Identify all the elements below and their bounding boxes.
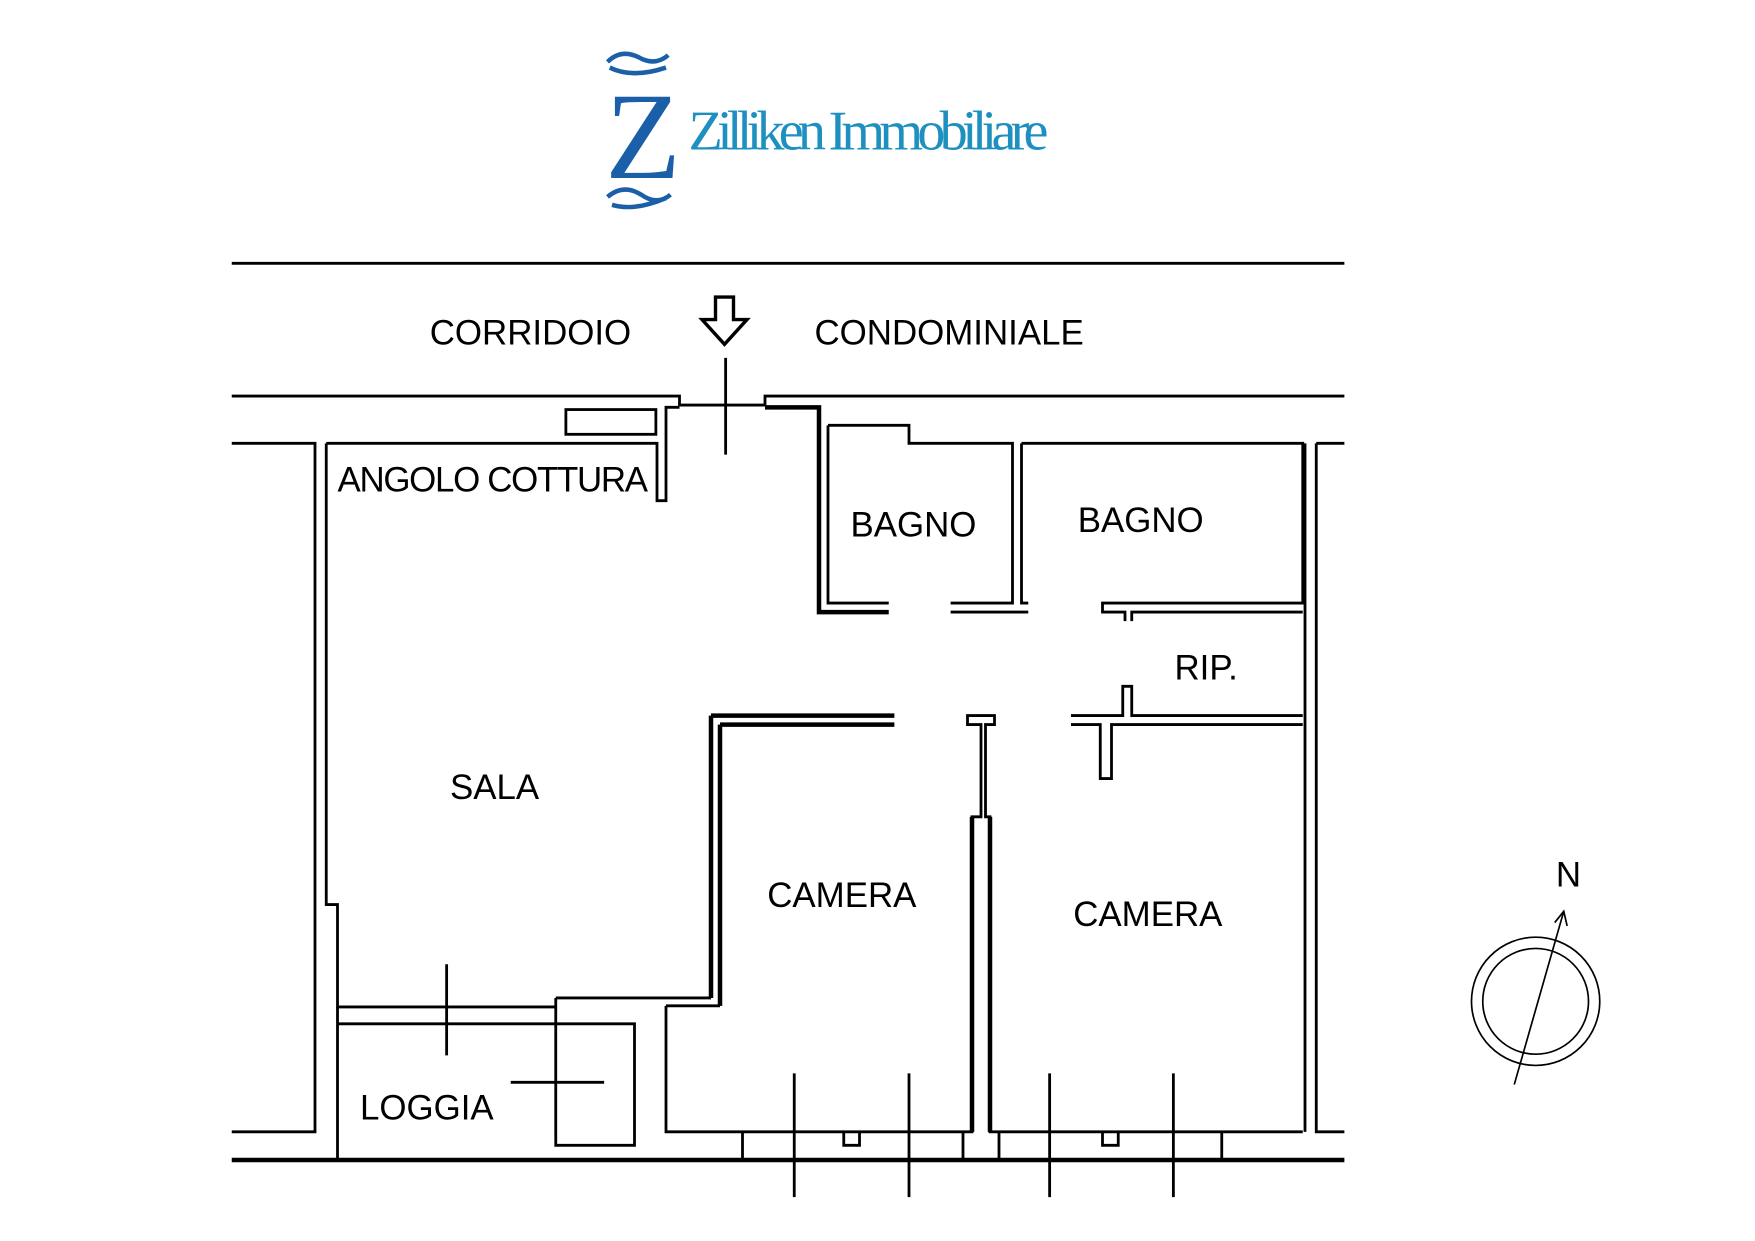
logo-name: Zilliken Immobiliare — [689, 101, 1049, 163]
room-label-kitchen: ANGOLO COTTURA — [338, 461, 649, 500]
room-label-bath-2: BAGNO — [1078, 501, 1204, 540]
room-label-living: SALA — [450, 768, 540, 807]
corridor-label-right: CONDOMINIALE — [815, 313, 1084, 352]
compass-icon: N — [1470, 856, 1601, 1085]
room-label-bedroom-2: CAMERA — [1073, 895, 1223, 934]
corridor-label-left: CORRIDOIO — [430, 313, 631, 352]
room-label-loggia: LOGGIA — [360, 1088, 494, 1127]
room-label-storage: RIP. — [1175, 649, 1238, 688]
entrance-arrow-icon — [698, 295, 751, 347]
logo-ornament-top — [605, 51, 670, 76]
walls — [231, 357, 1345, 1198]
compass-north-label: N — [1556, 856, 1581, 895]
room-label-bedroom-1: CAMERA — [767, 876, 917, 915]
logo-letter: Z — [605, 68, 681, 205]
room-label-bath-1: BAGNO — [851, 506, 977, 545]
company-logo: Z Zilliken Immobiliare — [605, 51, 1049, 210]
logo-ornament-bottom — [606, 187, 672, 210]
